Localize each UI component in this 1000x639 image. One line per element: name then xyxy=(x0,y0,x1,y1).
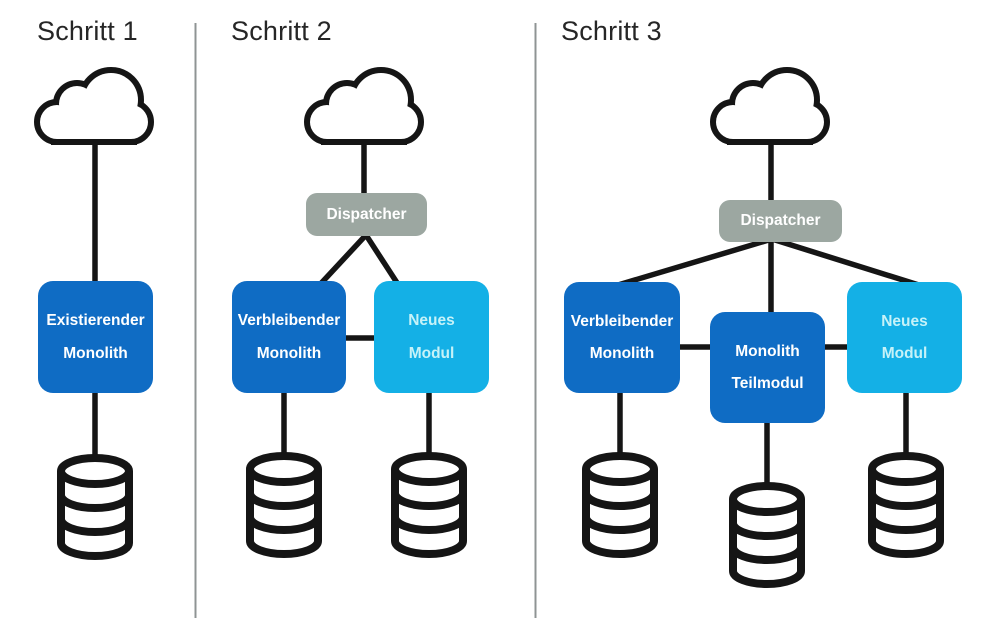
database-icon xyxy=(582,452,658,558)
s3-monolith-label-line2: Monolith xyxy=(589,345,655,362)
s2-monolith-label-line1: Verbleibender xyxy=(237,312,341,329)
s2-module-label-line2: Modul xyxy=(408,344,455,362)
s2-module-label-line1: Neues xyxy=(408,312,455,329)
panel-dividers xyxy=(194,23,537,618)
s3-monolith-submodule-node: Monolith Teilmodul xyxy=(710,312,825,423)
s3-monolith-label-line1: Verbleibender xyxy=(570,312,674,330)
s3-monolith-database xyxy=(578,452,662,558)
step3-title: Schritt 3 xyxy=(561,16,662,46)
s3-dispatcher-to-module-line xyxy=(771,236,923,289)
s2-monolith-label-line2: Monolith xyxy=(256,344,322,362)
s2-module-database xyxy=(387,452,471,558)
connectors xyxy=(92,140,923,488)
database-icon xyxy=(391,452,467,558)
s1-monolith-label-line2: Monolith xyxy=(63,344,128,362)
s2-monolith-database xyxy=(242,452,326,558)
step2-title: Schritt 2 xyxy=(231,16,332,46)
cloud-icon xyxy=(304,67,424,145)
s3-dispatcher-to-monolith-line xyxy=(607,236,773,291)
database-icon xyxy=(868,452,944,558)
cloud-icon xyxy=(710,67,830,145)
database-icon xyxy=(729,482,805,588)
s2-new-module-node: Neues Modul xyxy=(374,281,489,393)
s1-existing-monolith-node: Existierender Monolith xyxy=(38,281,153,393)
s3-submodule-label-line2: Teilmodul xyxy=(731,375,804,392)
s3-submodule-label-line1: Monolith xyxy=(735,342,800,360)
s2-remaining-monolith-node: Verbleibender Monolith xyxy=(232,281,346,393)
s3-remaining-monolith-node: Verbleibender Monolith xyxy=(564,282,680,393)
s2-dispatcher-node: Dispatcher xyxy=(306,193,427,236)
s3-dispatcher-label: Dispatcher xyxy=(740,212,821,229)
s3-cloud xyxy=(709,62,833,148)
s1-database xyxy=(53,454,137,560)
s3-module-label-line2: Modul xyxy=(881,345,928,362)
s1-cloud xyxy=(33,62,157,148)
s3-submodule-database xyxy=(725,482,809,588)
s3-new-module-node: Neues Modul xyxy=(847,282,962,393)
database-icon xyxy=(246,452,322,558)
s3-module-database xyxy=(864,452,948,558)
cloud-icon xyxy=(34,67,154,145)
s3-dispatcher-node: Dispatcher xyxy=(719,200,842,242)
s3-module-label-line1: Neues xyxy=(881,312,928,330)
step1-title: Schritt 1 xyxy=(37,16,138,46)
s1-monolith-label-line1: Existierender xyxy=(46,312,145,329)
s2-cloud xyxy=(303,62,427,148)
database-icon xyxy=(57,454,133,560)
s2-dispatcher-label: Dispatcher xyxy=(326,205,407,223)
